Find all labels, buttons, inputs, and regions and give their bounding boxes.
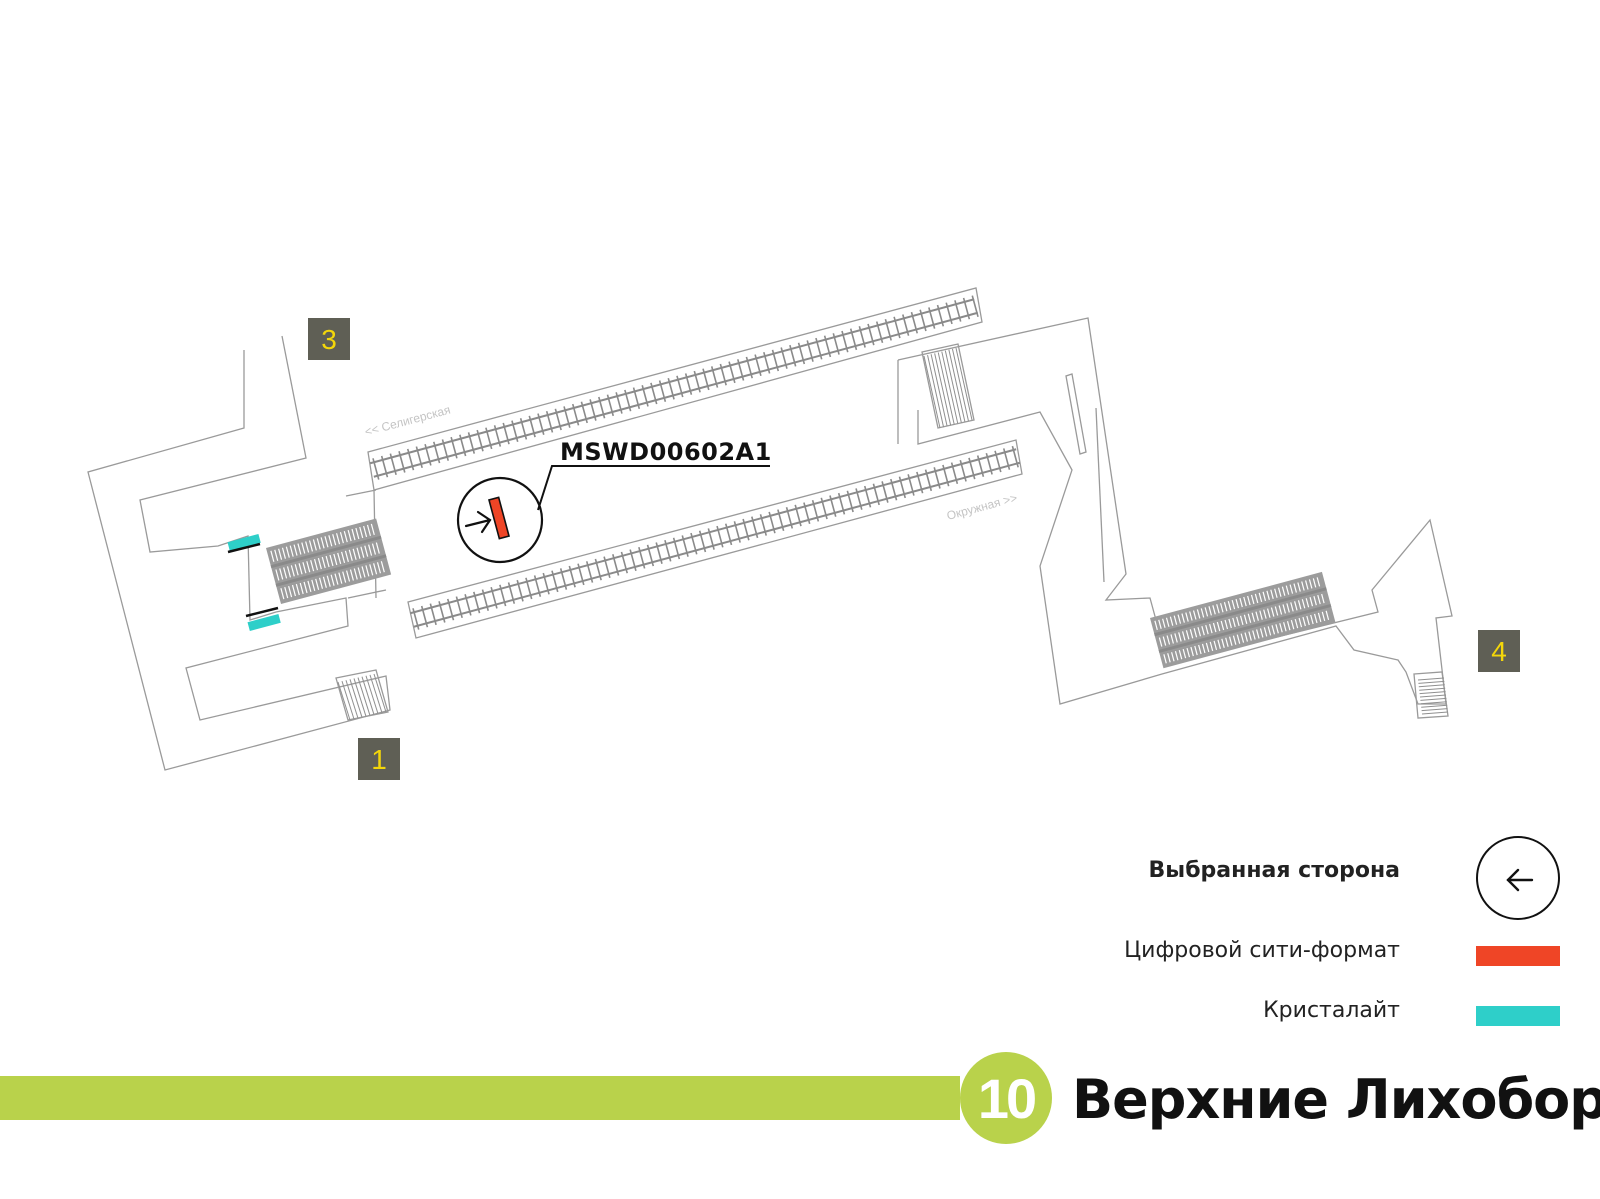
right-escalators bbox=[1150, 571, 1336, 669]
upper-rails bbox=[369, 295, 979, 480]
placement-code: MSWD00602A1 bbox=[560, 438, 772, 466]
right-exit-stairs bbox=[1413, 671, 1449, 719]
metro-line-bar bbox=[0, 1076, 960, 1120]
crystalite-marker-lower bbox=[245, 606, 281, 631]
lower-rails bbox=[409, 445, 1021, 630]
right-corridor-inner bbox=[1095, 407, 1105, 583]
right-wall-slot bbox=[1065, 373, 1087, 455]
left-escalators bbox=[266, 518, 392, 605]
legend-crystalite-label: Кристалайт bbox=[1263, 998, 1400, 1023]
direction-label-right: Окружная >> bbox=[945, 491, 1019, 523]
legend-digital-city-format-label: Цифровой сити-формат bbox=[1124, 938, 1400, 963]
lower-left-stairs bbox=[335, 669, 389, 721]
arrow-right-icon bbox=[464, 510, 492, 534]
legend-selected-side-label: Выбранная сторона bbox=[1148, 858, 1400, 883]
entrance-3-number: 3 bbox=[321, 324, 337, 355]
entrance-4: 4 bbox=[1478, 630, 1520, 672]
line-number: 10 bbox=[977, 1066, 1037, 1130]
left-vestibule-connector bbox=[345, 489, 387, 599]
entrance-1-number: 1 bbox=[371, 744, 387, 775]
left-arrow-in-circle-icon bbox=[1476, 836, 1560, 920]
entrance-3: 3 bbox=[308, 318, 350, 360]
digital-city-format-marker bbox=[488, 496, 510, 540]
crystalite-marker-upper bbox=[227, 533, 261, 554]
left-vestibule-outline bbox=[87, 335, 391, 771]
placement-callout: MSWD00602A1 bbox=[456, 438, 772, 564]
line-number-badge: 10 bbox=[960, 1052, 1052, 1144]
right-vestibule-outline bbox=[897, 317, 1453, 705]
upper-right-stairs bbox=[921, 343, 975, 429]
station-name: Верхние Лихоборы bbox=[1072, 1068, 1600, 1131]
entrance-4-number: 4 bbox=[1491, 636, 1507, 667]
legend-crystalite-swatch bbox=[1476, 1006, 1560, 1026]
legend-digital-swatch bbox=[1476, 946, 1560, 966]
entrance-1: 1 bbox=[358, 738, 400, 780]
